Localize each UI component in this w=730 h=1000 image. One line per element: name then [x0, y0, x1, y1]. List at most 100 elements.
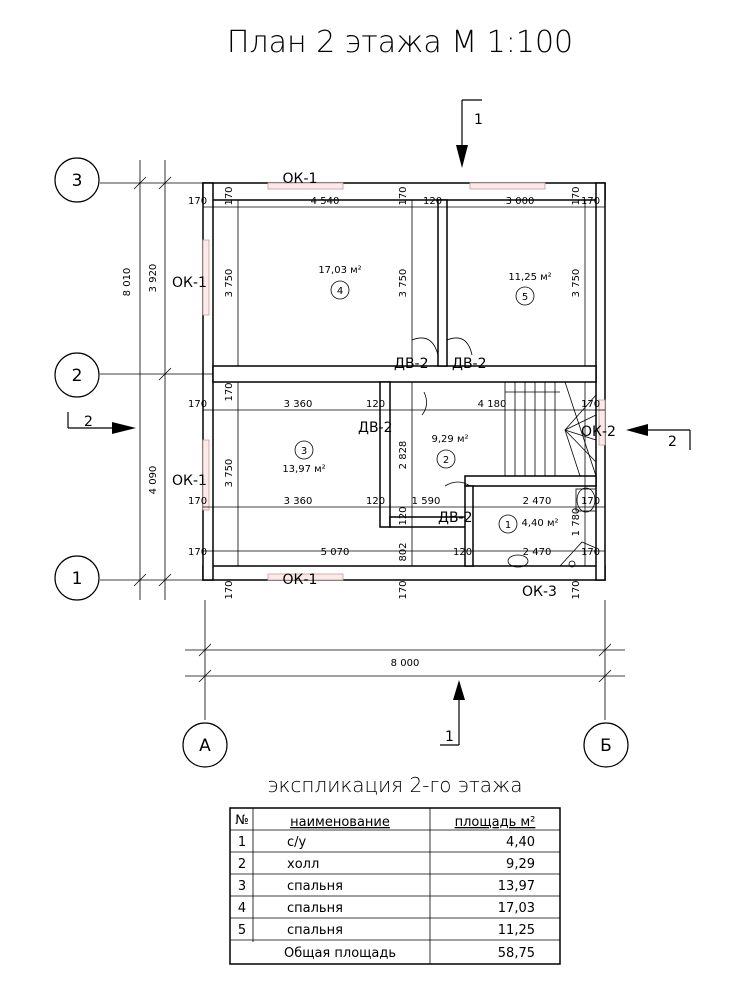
svg-text:170: 170 — [224, 580, 235, 599]
svg-text:2: 2 — [84, 414, 93, 430]
svg-text:2 828: 2 828 — [398, 441, 409, 470]
table-header-name: наименование — [290, 815, 390, 830]
dim-overall-vertical: 8 010 — [122, 268, 133, 297]
dim-overall-horizontal: 8 000 — [391, 658, 420, 669]
staircase — [504, 381, 597, 477]
svg-text:13,97 м²: 13,97 м² — [282, 464, 325, 475]
svg-text:1: 1 — [72, 569, 83, 589]
svg-text:3 750: 3 750 — [398, 269, 409, 298]
svg-text:холл: холл — [287, 857, 319, 872]
svg-text:спальня: спальня — [287, 923, 343, 938]
svg-text:170: 170 — [398, 186, 409, 205]
bathroom-fixtures — [507, 487, 597, 568]
svg-text:3: 3 — [72, 171, 83, 191]
table-header-area: площадь м² — [455, 815, 536, 830]
inner-dimension-lines — [203, 200, 605, 566]
svg-text:170: 170 — [581, 496, 600, 507]
svg-text:А: А — [199, 736, 211, 756]
door-swings — [411, 337, 473, 487]
svg-text:17,03 м²: 17,03 м² — [318, 265, 361, 276]
svg-text:17,03: 17,03 — [498, 901, 535, 916]
label-dv2-r3: ДВ-2 — [358, 420, 393, 436]
label-dv2-r4: ДВ-2 — [394, 356, 429, 372]
svg-text:3 750: 3 750 — [224, 459, 235, 488]
svg-text:170: 170 — [188, 196, 207, 207]
svg-text:3 750: 3 750 — [571, 269, 582, 298]
svg-text:11,25 м²: 11,25 м² — [508, 272, 551, 283]
svg-text:5 070: 5 070 — [321, 547, 350, 558]
axis-1: 1 — [54, 555, 100, 601]
svg-text:3: 3 — [301, 446, 307, 457]
explication-title: экспликация 2-го этажа — [268, 773, 523, 797]
svg-text:2: 2 — [72, 366, 83, 386]
plan-title: План 2 этажа М 1:100 — [227, 25, 573, 60]
svg-text:4,40 м²: 4,40 м² — [522, 518, 559, 529]
svg-text:13,97: 13,97 — [498, 879, 535, 894]
dim-upper-vertical: 3 920 — [148, 264, 159, 293]
svg-text:11,25: 11,25 — [498, 923, 535, 938]
svg-text:170: 170 — [581, 547, 600, 558]
svg-text:120: 120 — [453, 547, 472, 558]
axis-B: Б — [583, 722, 629, 768]
room-2: 9,29 м² 2 — [432, 434, 469, 469]
svg-text:170: 170 — [224, 382, 235, 401]
label-ok1-left-lower: ОК-1 — [172, 473, 207, 489]
svg-text:120: 120 — [366, 399, 385, 410]
label-ok1-left-upper: ОК-1 — [172, 275, 207, 291]
svg-text:170: 170 — [571, 580, 582, 599]
svg-text:2: 2 — [668, 434, 677, 450]
svg-text:3 750: 3 750 — [224, 269, 235, 298]
svg-text:1: 1 — [505, 520, 511, 531]
label-ok1-bottom: ОК-1 — [283, 572, 318, 588]
label-dv2-r5: ДВ-2 — [452, 356, 487, 372]
room-3: 3 13,97 м² — [282, 440, 326, 475]
axis-3: 3 — [54, 157, 100, 203]
left-dimension-chains — [100, 160, 213, 600]
table-header-no: № — [235, 813, 249, 828]
table-row: 5 — [238, 923, 246, 938]
room-5: 11,25 м² 5 — [508, 272, 552, 306]
room-1: 1 4,40 м² — [498, 514, 559, 534]
svg-text:120: 120 — [366, 496, 385, 507]
svg-text:5: 5 — [522, 292, 528, 303]
svg-text:1 780: 1 780 — [571, 508, 582, 537]
explication-table: № наименование площадь м² 1 с/у 4,40 2 х… — [229, 807, 561, 965]
windows — [202, 182, 606, 581]
svg-text:4: 4 — [337, 286, 343, 297]
svg-text:1 590: 1 590 — [412, 496, 441, 507]
svg-text:1: 1 — [445, 729, 454, 745]
svg-text:4 180: 4 180 — [478, 399, 507, 410]
section-marker-right: 2 — [626, 424, 691, 450]
label-ok1-top: ОК-1 — [283, 171, 318, 187]
svg-text:4 540: 4 540 — [311, 196, 340, 207]
label-ok3: ОК-3 — [522, 584, 557, 600]
section-marker-bottom: 1 — [440, 680, 465, 746]
svg-text:170: 170 — [188, 547, 207, 558]
svg-text:170: 170 — [188, 399, 207, 410]
svg-text:2 470: 2 470 — [523, 547, 552, 558]
table-row: 2 — [238, 857, 246, 872]
svg-text:170: 170 — [581, 196, 600, 207]
svg-text:спальня: спальня — [287, 901, 343, 916]
dim-lower-vertical: 4 090 — [148, 466, 159, 495]
dimension-values: 4 540 3 000 3 360 4 180 3 360 1 590 2 47… — [188, 186, 600, 599]
svg-text:с/у: с/у — [287, 835, 307, 850]
svg-text:Б: Б — [600, 736, 612, 756]
svg-text:802: 802 — [398, 542, 409, 561]
label-dv2-r1: ДВ-2 — [438, 510, 473, 526]
svg-text:2: 2 — [443, 455, 449, 466]
svg-text:2 470: 2 470 — [523, 496, 552, 507]
table-row: 4 — [238, 901, 246, 916]
bottom-dimension — [185, 600, 625, 720]
table-total-label: Общая площадь — [284, 946, 396, 961]
svg-text:170: 170 — [398, 580, 409, 599]
svg-text:4,40: 4,40 — [506, 835, 535, 850]
svg-text:170: 170 — [571, 186, 582, 205]
table-total-area: 58,75 — [498, 946, 535, 961]
axis-2: 2 — [54, 352, 100, 398]
svg-text:3 000: 3 000 — [506, 196, 535, 207]
table-row: 1 — [238, 835, 246, 850]
section-marker-left: 2 — [67, 412, 136, 434]
